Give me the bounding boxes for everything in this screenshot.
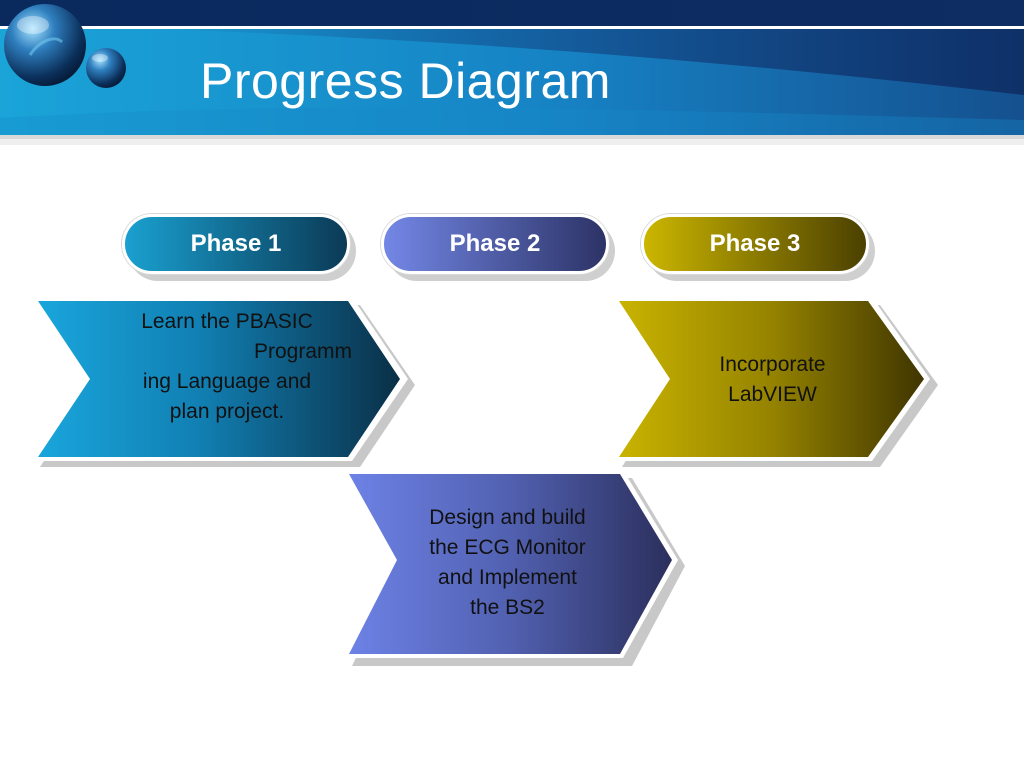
step-2-line-2: the ECG Monitor: [429, 536, 586, 559]
phase-1-label: Phase 1: [122, 214, 350, 274]
phase-2-step-chevron: Design and build the ECG Monitor and Imp…: [340, 468, 700, 668]
phase-3-step-chevron: Incorporate LabVIEW: [610, 295, 950, 480]
step-1-line-2: Programm: [253, 340, 352, 363]
phase-3-step-text: Incorporate LabVIEW: [680, 350, 865, 410]
globe-logo-icon: [4, 4, 126, 88]
phase-2-label: Phase 2: [381, 214, 609, 274]
step-3-line-2: LabVIEW: [728, 383, 817, 406]
header-background: [0, 0, 1024, 145]
phase-1-step-chevron: Learn the PBASIC Programm ing Language a…: [30, 295, 430, 480]
slide-title: Progress Diagram: [200, 53, 611, 109]
phase-3-label: Phase 3: [641, 214, 869, 274]
step-1-line-1: Learn the PBASIC: [141, 310, 313, 333]
slide-header: Progress Diagram: [0, 0, 1024, 150]
step-2-line-3: and Implement: [438, 566, 577, 589]
step-2-line-1: Design and build: [429, 506, 586, 529]
step-1-line-4: plan project.: [169, 400, 285, 423]
phase-1-step-text: Learn the PBASIC Programm ing Language a…: [102, 307, 352, 427]
step-1-line-3: ing Language and: [142, 370, 312, 393]
phase-2-step-text: Design and build the ECG Monitor and Imp…: [400, 503, 615, 623]
step-3-line-1: Incorporate: [719, 353, 826, 376]
step-2-line-4: the BS2: [470, 596, 545, 619]
